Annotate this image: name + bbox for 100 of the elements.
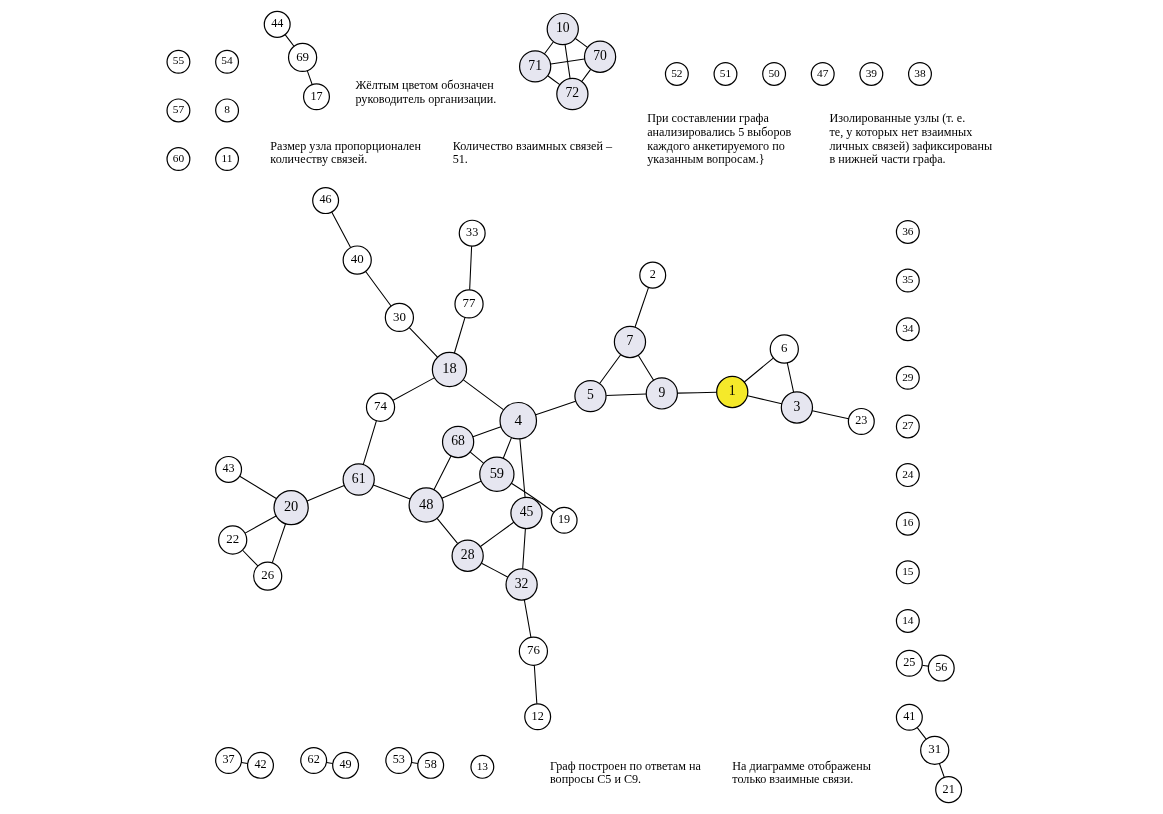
connector (241, 761, 249, 764)
connector (462, 379, 504, 411)
node-circle: 48 (408, 487, 444, 523)
node-circle: 51 (713, 61, 738, 86)
node-circle: 2 (639, 261, 667, 289)
node-circle: 47 (810, 61, 835, 86)
node-circle: 14 (895, 608, 920, 633)
node-circle: 26 (253, 561, 283, 591)
connector (637, 354, 655, 381)
node-circle: 12 (524, 703, 552, 731)
node-circle: 62 (300, 747, 328, 775)
node-circle: 30 (384, 302, 415, 333)
connector (599, 354, 622, 384)
node-circle: 57 (166, 98, 191, 123)
node-circle: 17 (302, 83, 330, 111)
connector (547, 75, 561, 86)
connector (244, 515, 277, 534)
node-circle: 56 (927, 654, 955, 682)
node-circle: 19 (550, 506, 578, 534)
node-circle: 4 (499, 401, 538, 440)
node-circle: 1 (716, 375, 749, 409)
node-circle: 10 (546, 12, 579, 46)
node-circle: 35 (895, 268, 920, 293)
connector (938, 763, 945, 778)
connector (811, 410, 850, 420)
node-circle: 44 (263, 10, 291, 38)
node-circle: 5 (574, 379, 607, 413)
node-circle: 40 (342, 245, 372, 275)
connector (469, 451, 485, 464)
node-circle: 24 (895, 463, 920, 488)
node-circle: 9 (645, 377, 678, 410)
node-circle: 25 (895, 649, 923, 677)
node-circle: 33 (458, 219, 486, 247)
connector (271, 523, 287, 564)
connector (550, 58, 586, 65)
connector (372, 484, 411, 500)
connector (747, 395, 783, 405)
node-circle: 18 (431, 351, 468, 388)
node-circle: 59 (479, 456, 515, 492)
connector (392, 377, 435, 401)
connector (436, 517, 459, 544)
connector (510, 482, 555, 513)
label: Изолированные узлы (т. е. те, у которых нет взаимных личных связей) зафиксированы в нижней части графа. (829, 111, 993, 167)
node-circle: 21 (935, 776, 963, 804)
connector (306, 485, 345, 502)
connector (743, 357, 774, 383)
node-circle: 60 (166, 147, 191, 172)
connector (786, 362, 795, 393)
node-circle: 61 (342, 463, 375, 496)
node-circle: 77 (454, 289, 484, 319)
node-circle: 52 (664, 61, 689, 86)
node-circle: 16 (895, 511, 920, 536)
node-circle: 50 (762, 61, 787, 86)
connector (306, 70, 313, 86)
label: Граф построен по ответам на вопросы С5 и С9. (549, 758, 701, 787)
label: Размер узла пропорционален количеству связей. (270, 138, 421, 167)
node-circle: 76 (518, 636, 549, 666)
node-circle: 6 (769, 334, 799, 364)
connector (535, 400, 577, 416)
connector (472, 426, 502, 438)
connector (242, 549, 259, 567)
connector (479, 521, 515, 548)
node-circle: 28 (451, 539, 484, 572)
connector (411, 761, 419, 764)
connector (916, 727, 927, 740)
node-circle: 74 (365, 392, 396, 422)
node-circle: 3 (780, 391, 814, 424)
connector (574, 37, 588, 48)
label: Количество взаимных связей – 51. (452, 138, 613, 167)
node-circle: 27 (895, 414, 920, 439)
node-circle: 41 (895, 703, 923, 731)
node-circle: 11 (215, 147, 240, 172)
connector (433, 455, 452, 491)
node-circle: 68 (441, 425, 475, 459)
connector (605, 393, 647, 397)
node-circle: 69 (287, 42, 318, 73)
node-circle: 70 (583, 40, 617, 73)
node-circle: 46 (312, 187, 340, 215)
node-circle: 15 (895, 560, 920, 585)
node-circle: 42 (246, 751, 275, 779)
connector (522, 528, 526, 570)
node-circle: 43 (215, 455, 243, 483)
node-circle: 38 (908, 61, 932, 86)
connector (362, 420, 377, 466)
label: На диаграмме отображены только взаимные связи. (732, 758, 871, 787)
node-circle: 49 (332, 751, 360, 779)
label: Жёлтым цветом обозначен руководитель организации. (355, 77, 497, 106)
node-circle: 54 (215, 49, 240, 74)
node-circle: 8 (215, 98, 240, 123)
connector (239, 475, 277, 500)
connector (523, 599, 532, 638)
node-circle: 34 (895, 317, 920, 342)
node-circle: 72 (556, 77, 589, 111)
connector (519, 438, 526, 498)
node-circle: 39 (859, 61, 884, 86)
node-circle: 55 (166, 49, 191, 74)
connector (634, 286, 650, 328)
node-circle: 31 (920, 735, 950, 765)
connector (581, 68, 592, 82)
connector (564, 44, 571, 79)
